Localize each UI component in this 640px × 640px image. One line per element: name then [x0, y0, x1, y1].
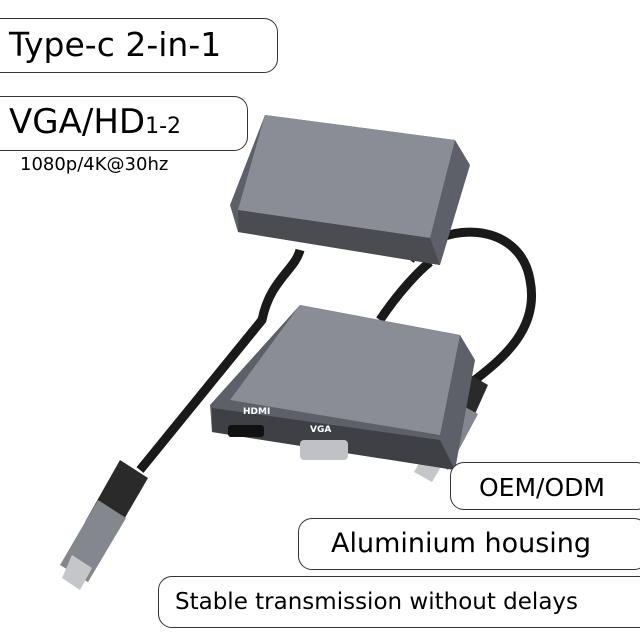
badge-text: Aluminium housing — [331, 528, 592, 559]
vga-label: VGA — [310, 425, 331, 435]
badge-text: OEM/ODM — [479, 473, 605, 502]
badge-text: Stable transmission without delays — [175, 589, 579, 615]
hdmi-port — [228, 425, 264, 437]
badge-stable: Stable transmission without delays — [158, 576, 640, 628]
adapter-unit-bottom: HDMI VGA — [210, 305, 475, 470]
badge-suffix: 1-2 — [145, 114, 182, 139]
vga-port — [300, 440, 348, 460]
badge-vga-hd: VGA/HD1-2 — [0, 96, 248, 151]
resolution-text: 1080p/4K@30hz — [20, 154, 169, 175]
hdmi-label: HDMI — [243, 407, 270, 417]
badge-oem: OEM/ODM — [450, 462, 640, 510]
cable-left — [136, 248, 305, 473]
badge-text: VGA/HD — [9, 102, 146, 142]
badge-text: Type-c 2-in-1 — [9, 25, 222, 64]
usb-c-connector-left — [60, 460, 148, 590]
badge-housing: Aluminium housing — [298, 518, 640, 570]
badge-type-c: Type-c 2-in-1 — [0, 18, 278, 73]
adapter-unit-top — [230, 115, 470, 265]
